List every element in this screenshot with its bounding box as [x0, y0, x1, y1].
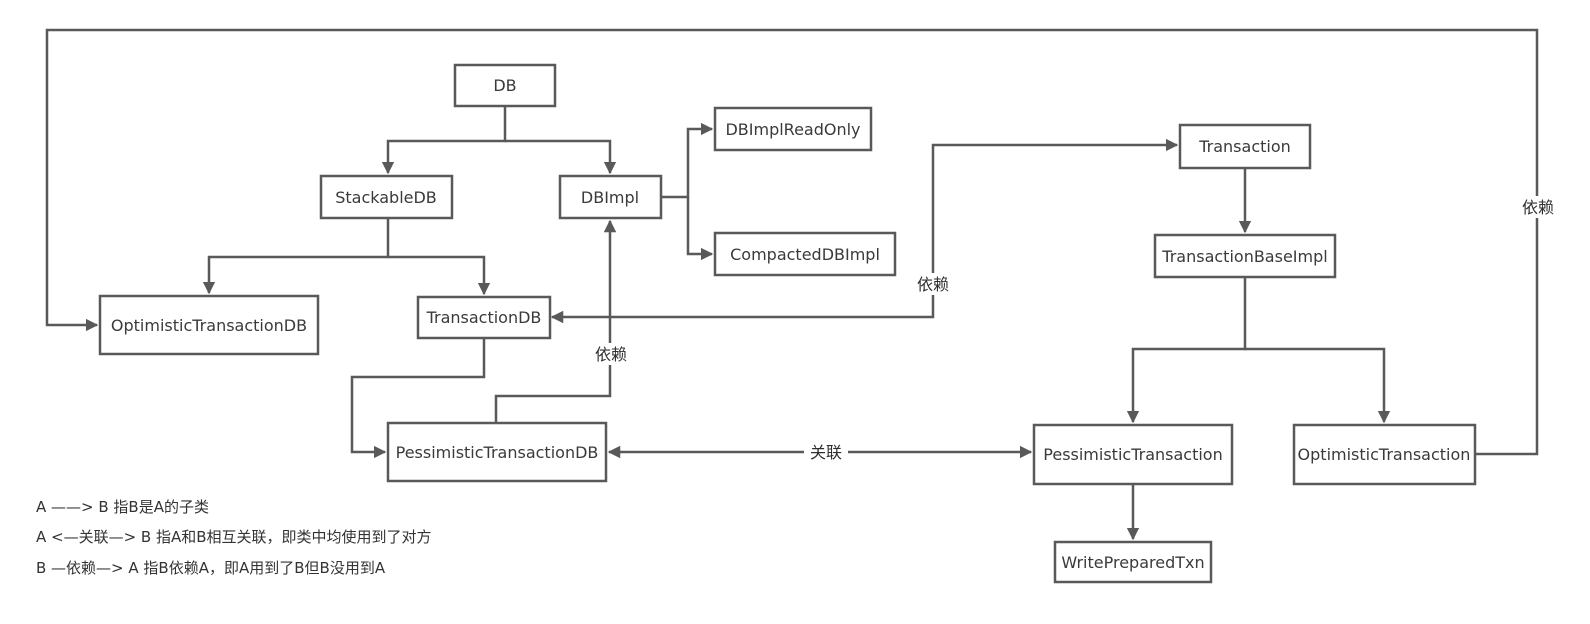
node-db-impl-read-only: DBImplReadOnly	[713, 106, 873, 152]
node-stackable-db: StackableDB	[319, 174, 454, 220]
legend-dependency: B —依赖—> A 指B依赖A，即A用到了B但B没用到A	[36, 559, 386, 577]
svg-text:TransactionBaseImpl: TransactionBaseImpl	[1161, 247, 1327, 266]
svg-text:PessimisticTransactionDB: PessimisticTransactionDB	[396, 443, 599, 462]
svg-text:PessimisticTransaction: PessimisticTransaction	[1043, 445, 1222, 464]
node-pessimistic-transaction: PessimisticTransaction	[1032, 423, 1234, 486]
svg-text:OptimisticTransaction: OptimisticTransaction	[1298, 445, 1471, 464]
edge-db-to-dbimpl	[505, 139, 617, 175]
edge-db-branch	[381, 106, 507, 175]
svg-text:依赖: 依赖	[595, 345, 627, 364]
edge-transactiondb-to-pessimisticdb	[350, 338, 486, 459]
svg-text:StackableDB: StackableDB	[335, 188, 437, 207]
edge-dbimpl-to-readonly	[661, 122, 714, 199]
svg-text:依赖: 依赖	[917, 275, 949, 294]
node-transaction-db: TransactionDB	[416, 295, 552, 340]
node-transaction-base-impl: TransactionBaseImpl	[1153, 233, 1337, 279]
edge-transaction-depends-transactiondb	[550, 138, 1179, 324]
svg-text:DBImplReadOnly: DBImplReadOnly	[725, 120, 860, 139]
svg-text:TransactionDB: TransactionDB	[426, 308, 542, 327]
node-write-prepared-txn: WritePreparedTxn	[1053, 540, 1213, 584]
edge-label-depends-optimistic: 依赖	[1517, 196, 1559, 218]
edge-baseimpl-to-pessimistic	[1126, 277, 1247, 424]
legend-association: A <—关联—> B 指A和B相互关联，即类中均使用到了对方	[36, 528, 432, 546]
svg-text:CompactedDBImpl: CompactedDBImpl	[730, 245, 880, 264]
edge-stackable-to-optimisticdb	[202, 218, 390, 295]
edge-label-depends-transaction: 依赖	[912, 273, 954, 295]
edge-stackable-to-transactiondb	[388, 255, 491, 296]
edge-optimistic-depends-optimisticdb	[45, 28, 1539, 456]
svg-text:依赖: 依赖	[1522, 198, 1554, 217]
svg-text:OptimisticTransactionDB: OptimisticTransactionDB	[111, 316, 307, 335]
node-optimistic-transaction: OptimisticTransaction	[1292, 423, 1477, 486]
node-compacted-db-impl: CompactedDBImpl	[713, 231, 897, 277]
svg-text:Transaction: Transaction	[1198, 137, 1291, 156]
svg-text:关联: 关联	[810, 443, 842, 462]
edge-dbimpl-to-compacted	[686, 197, 714, 261]
node-optimistic-transaction-db: OptimisticTransactionDB	[98, 294, 320, 356]
svg-text:WritePreparedTxn: WritePreparedTxn	[1061, 553, 1204, 572]
edge-baseimpl-to-optimistic	[1245, 347, 1391, 424]
legend-inheritance: A ——> B 指B是A的子类	[36, 498, 209, 516]
edge-label-depends-dbimpl: 依赖	[590, 343, 632, 365]
node-db-impl: DBImpl	[558, 174, 663, 220]
node-db: DB	[453, 63, 557, 108]
node-pessimistic-transaction-db: PessimisticTransactionDB	[386, 421, 608, 483]
svg-text:DB: DB	[493, 76, 516, 95]
edge-label-association: 关联	[804, 441, 848, 463]
node-transaction: Transaction	[1178, 123, 1312, 170]
svg-text:DBImpl: DBImpl	[581, 188, 639, 207]
